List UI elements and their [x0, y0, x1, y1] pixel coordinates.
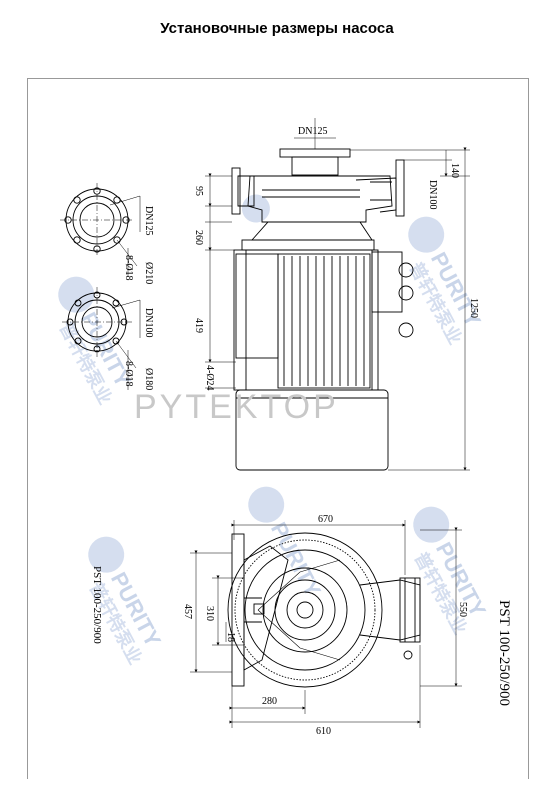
dim-95-label: 95 — [193, 186, 204, 196]
dim-280-label: 280 — [262, 696, 277, 707]
model-label-left: PST 100-250/900 — [91, 566, 103, 644]
model-label-right: PST 100-250/900 — [496, 600, 512, 706]
dn100-side-label: DN100 — [427, 180, 438, 209]
flange125-dn-label: DN125 — [143, 206, 154, 235]
flange125-bolts-label: 8-Ø18 — [123, 255, 134, 281]
dim-670-label: 670 — [318, 514, 333, 525]
flange125-pcd-label: Ø210 — [143, 262, 154, 284]
dim-140-label: 140 — [449, 163, 460, 178]
side-view-dimensions — [205, 118, 470, 471]
dim-419-label: 419 — [193, 318, 204, 333]
flange100-dn-label: DN100 — [143, 308, 154, 337]
dim-610-label: 610 — [316, 726, 331, 737]
watermark-brand-5: PURITY — [266, 518, 326, 601]
flange-dn125-drawing — [60, 183, 141, 276]
watermark-logos: PURITY 普轩特泵业 PURITY 普轩特泵业 PURITY 普轩特泵业 P… — [55, 194, 491, 668]
holes-4-24-label: 4-Ø24 — [204, 365, 215, 391]
dim-310-label: 310 — [204, 606, 215, 621]
dim-457-label: 457 — [182, 604, 193, 619]
dim-260-label: 260 — [193, 230, 204, 245]
drawing-sheet-frame — [27, 78, 529, 779]
brand-overlay-watermark: PYTEKTOP — [134, 388, 339, 426]
dim-1250-label: 1250 — [468, 298, 479, 318]
side-view-drawing — [231, 148, 414, 471]
page-title: Установочные размеры насоса — [160, 20, 394, 37]
top-view-dimensions — [190, 520, 462, 728]
dim-18-label: 18 — [225, 632, 236, 642]
dim-550-label: 550 — [457, 602, 468, 617]
flange-dn100-drawing — [62, 287, 141, 390]
flange100-pcd-label: Ø180 — [143, 368, 154, 390]
dn125-top-label: DN125 — [298, 126, 327, 137]
flange100-bolts-label: 8-Ø18 — [123, 361, 134, 387]
top-view-drawing — [227, 532, 421, 688]
